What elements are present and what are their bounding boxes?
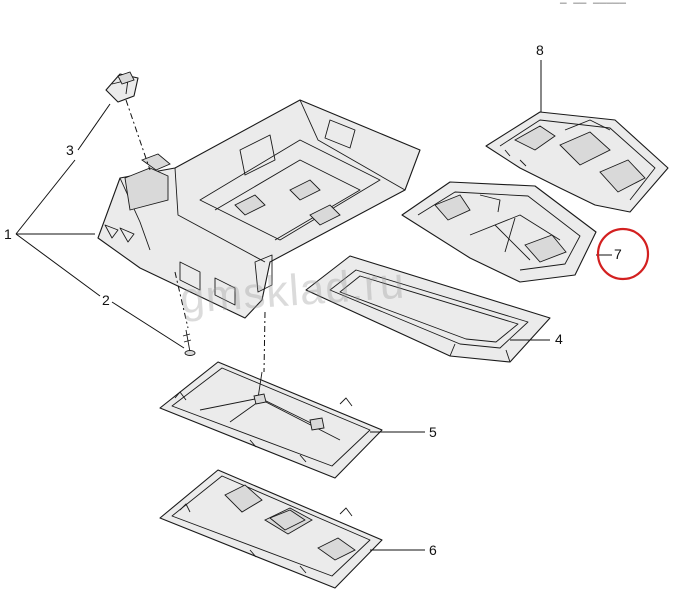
callout-7: 7 [614, 246, 622, 262]
part-8-insert [485, 111, 669, 213]
callout-4: 4 [555, 331, 563, 347]
highlight-circle [596, 227, 650, 281]
callout-5: 5 [429, 424, 437, 440]
part-7-lid [401, 181, 597, 283]
callout-1: 1 [4, 226, 12, 242]
callout-2: 2 [102, 292, 110, 308]
leader-3 [77, 103, 111, 151]
part-1-console-housing [97, 99, 421, 319]
callout-6: 6 [429, 542, 437, 558]
header-fragment: ― ―― ――――― [559, 0, 626, 10]
leader-1b [15, 159, 76, 235]
part-3-clip [105, 71, 139, 103]
callout-8: 8 [536, 42, 544, 58]
part-6-lower-plate [159, 469, 383, 589]
assembly-line-plate [263, 311, 266, 373]
leader-2 [111, 301, 185, 349]
part-2-screw [182, 329, 196, 356]
assembly-line-screw [174, 271, 189, 329]
part-5-base-plate [159, 361, 383, 479]
assembly-line-clip [125, 99, 151, 171]
leader-1c [15, 233, 101, 297]
callout-3: 3 [66, 142, 74, 158]
